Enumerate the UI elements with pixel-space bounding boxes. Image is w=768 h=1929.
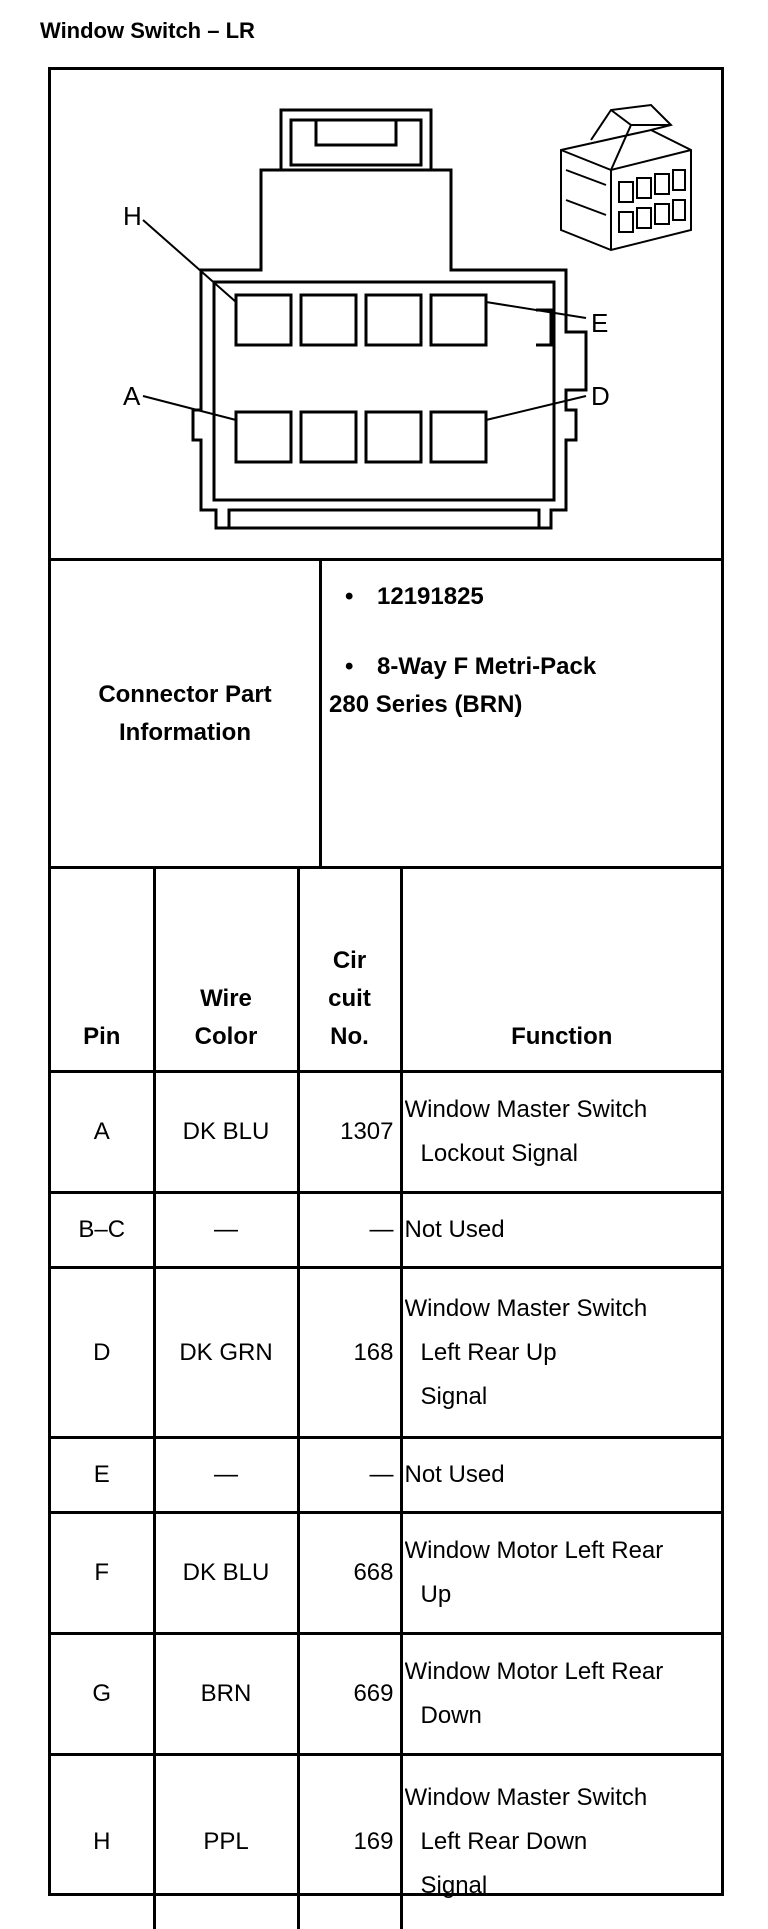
function-line: Not Used: [404, 1216, 505, 1243]
cell-circuit-no: 668: [296, 1511, 403, 1635]
cell-circuit-no: —: [296, 1191, 403, 1269]
pin-label-d: D: [591, 381, 610, 411]
cavity-h: [234, 293, 293, 347]
cell-wire-color: DK BLU: [152, 1511, 300, 1635]
header-function: Function: [399, 869, 721, 1073]
function-line: Window Motor Left Rear: [404, 1658, 664, 1685]
connector-description-line2: 280 Series (BRN): [329, 691, 523, 718]
cell-wire-color: —: [152, 1436, 300, 1514]
page-title: Window Switch – LR: [40, 18, 255, 43]
connector-part-information: Connector Part Information • 12191825 • …: [51, 561, 721, 869]
cell-wire-color: DK BLU: [152, 1070, 300, 1194]
function-line: Window Master Switch: [404, 1784, 648, 1812]
pin-label-a: A: [123, 381, 141, 411]
cell-circuit-no: 1307: [296, 1070, 403, 1194]
cell-pin: D: [51, 1266, 156, 1439]
function-line: Up: [420, 1581, 452, 1608]
cell-circuit-no: —: [296, 1436, 403, 1514]
cavity-e: [429, 293, 488, 347]
leader-line-d: [485, 395, 587, 421]
leader-line-e: [485, 301, 587, 319]
bullet-icon: •: [345, 583, 354, 610]
connector-outline: [191, 168, 588, 530]
connector-diagram: H E A D: [51, 70, 721, 561]
cell-function: Not Used: [399, 1436, 721, 1514]
table-row: B–C——Not Used: [51, 1191, 721, 1269]
cavity-c: [364, 410, 423, 464]
cavity-g: [299, 293, 358, 347]
connector-description-line1: 8-Way F Metri-Pack: [377, 653, 597, 680]
cell-wire-color: —: [152, 1191, 300, 1269]
cell-pin: B–C: [51, 1191, 156, 1269]
table-header-row: Pin Wire Color Cir cuit No. Function: [51, 869, 721, 1073]
function-line: Down: [420, 1702, 482, 1729]
function-line: Left Rear Up: [420, 1338, 557, 1366]
connector-info-label-line2: Information: [119, 718, 251, 746]
pin-label-e: E: [591, 308, 608, 338]
cell-circuit-no: 669: [296, 1632, 403, 1756]
header-pin: Pin: [51, 869, 156, 1073]
connector-info-label: Connector Part Information: [51, 561, 322, 866]
header-wire-color: Wire Color: [152, 869, 300, 1073]
cell-wire-color: PPL: [152, 1753, 300, 1929]
connector-latch: [289, 118, 423, 167]
connector-info-label-line1: Connector Part: [98, 680, 272, 708]
header-circuit-no: Cir cuit No.: [296, 869, 403, 1073]
function-line: Signal: [420, 1872, 488, 1900]
cavity-a: [234, 410, 293, 464]
leader-line-a: [142, 395, 237, 421]
cell-wire-color: DK GRN: [152, 1266, 300, 1439]
bullet-icon: •: [345, 653, 354, 680]
cell-pin: H: [51, 1753, 156, 1929]
cell-function: Not Used: [399, 1191, 721, 1269]
cavity-d: [429, 410, 488, 464]
function-line: Window Master Switch: [404, 1096, 648, 1123]
connector-document: H E A D: [48, 67, 724, 1929]
mating-connector-illustration: [560, 103, 692, 252]
cell-pin: E: [51, 1436, 156, 1514]
connector-face-illustration: H E A D: [123, 103, 692, 530]
cavity-b: [299, 410, 358, 464]
cell-pin: G: [51, 1632, 156, 1756]
function-line: Window Master Switch: [404, 1294, 648, 1322]
part-number: 12191825: [377, 583, 484, 610]
cell-pin: F: [51, 1511, 156, 1635]
cell-circuit-no: 169: [296, 1753, 403, 1929]
leader-line-h: [142, 219, 237, 303]
cell-wire-color: BRN: [152, 1632, 300, 1756]
function-line: Not Used: [404, 1461, 505, 1488]
function-line: Signal: [420, 1382, 488, 1410]
table-row: E——Not Used: [51, 1436, 721, 1514]
function-line: Lockout Signal: [420, 1140, 578, 1167]
cavity-f: [364, 293, 423, 347]
function-line: Window Motor Left Rear: [404, 1537, 664, 1564]
pin-label-h: H: [123, 201, 142, 231]
cell-circuit-no: 168: [296, 1266, 403, 1439]
cell-pin: A: [51, 1070, 156, 1194]
connector-info-values: • 12191825 • 8-Way F Metri-Pack 280 Seri…: [325, 561, 721, 866]
function-line: Left Rear Down: [420, 1828, 588, 1856]
